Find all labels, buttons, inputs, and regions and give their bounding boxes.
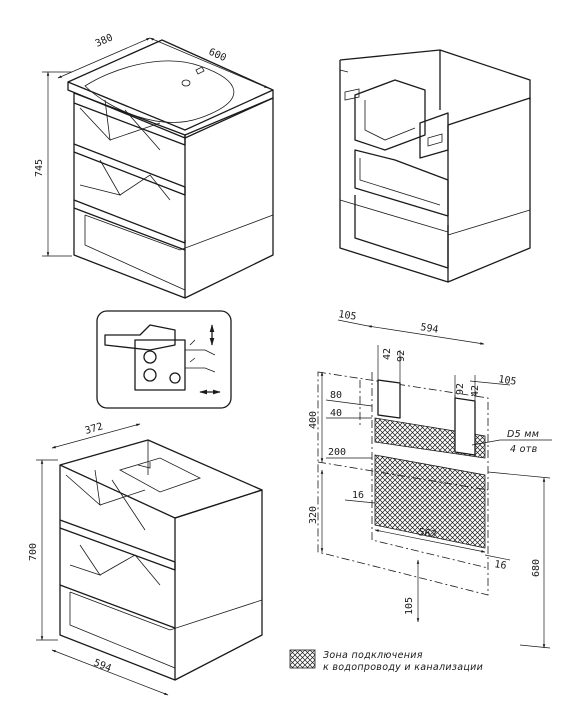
left-pipe-a-label: 42 — [382, 348, 393, 360]
middle-drawer-inner — [359, 158, 441, 206]
drawer-bottom — [73, 199, 186, 244]
hinge-screw-2 — [143, 368, 157, 382]
lower-side-line — [447, 209, 531, 236]
left-pipe-ext — [377, 345, 401, 383]
left-pipe-b-label: 92 — [396, 350, 407, 362]
height-label: 745 — [34, 159, 45, 177]
h16-left-label: 16 — [352, 490, 364, 501]
left-offset-line — [337, 319, 369, 327]
right-pipe-ext — [454, 375, 511, 401]
hole-count-label: 4 отв — [510, 444, 538, 455]
runner-right-icon — [427, 133, 443, 147]
depth-label: 380 — [94, 32, 115, 49]
body-depth-label: 372 — [84, 421, 104, 437]
depth-dimension-line — [57, 37, 151, 79]
body-top-outline — [59, 439, 263, 519]
body-top-opening — [118, 457, 202, 493]
left-offset-label: 105 — [338, 309, 358, 323]
frame-details — [339, 69, 449, 233]
cabinet-body-view: 372 700 594 — [28, 421, 263, 696]
h320-label: 320 — [308, 506, 319, 524]
legend-hatch-swatch — [289, 649, 316, 669]
right-pipe-b-label: 42 — [470, 385, 481, 397]
right-offset-label: 105 — [498, 374, 518, 388]
h200-label: 200 — [328, 447, 346, 458]
w562-line — [374, 529, 486, 553]
cabinet-with-basin-view: 380 600 745 — [34, 32, 274, 299]
scheme-outline — [317, 371, 489, 596]
width-dimension-line — [149, 37, 269, 89]
h680-ext — [487, 471, 551, 649]
h400-label: 400 — [308, 411, 319, 429]
body-front — [59, 465, 176, 681]
body-width-line — [51, 649, 169, 696]
right-pipe-a-label: 92 — [455, 383, 466, 395]
plinth-opening — [84, 215, 186, 291]
open-top-edge — [339, 49, 531, 100]
h40-label: 40 — [330, 408, 342, 419]
legend-line-1: Зона подключения — [323, 650, 423, 661]
h680-label: 680 — [531, 559, 542, 577]
cabinet-interior-view — [339, 49, 531, 283]
h80-ext — [325, 399, 373, 419]
scheme-inner-outline — [371, 372, 489, 569]
cabinet-front-edge — [73, 93, 186, 299]
hinge-fittings — [185, 339, 216, 373]
bottom105-label: 105 — [404, 597, 415, 615]
hinge-plate — [134, 339, 186, 391]
left-pipe-cutout — [377, 379, 401, 419]
body-plinth — [69, 591, 263, 669]
basin-bowl — [84, 60, 235, 123]
upper-drawer-right — [419, 112, 449, 159]
faucet-hole-icon — [195, 66, 205, 75]
h16-right-ext — [484, 554, 511, 561]
plinth-inner — [84, 214, 274, 251]
open-side-panel — [447, 97, 531, 283]
body-height-label: 700 — [28, 543, 39, 561]
drawer-top-strip — [73, 92, 186, 146]
plinth-top — [73, 207, 186, 251]
body-height-ext — [36, 459, 58, 641]
body-side — [174, 489, 263, 681]
h80-label: 80 — [330, 390, 342, 401]
body-drawer-bottom — [59, 584, 176, 629]
body-drawer-gap — [59, 519, 176, 571]
drawer-gap — [73, 143, 186, 196]
height-extension-lines — [42, 71, 72, 257]
runner-left-icon — [344, 88, 360, 101]
hole-leader-line — [471, 439, 552, 446]
hinge-screw-3 — [169, 372, 181, 384]
open-front-frame — [339, 60, 449, 283]
body-back-panel — [137, 440, 151, 475]
overall-width-line — [367, 325, 485, 345]
h16-left-ext — [344, 499, 376, 504]
overall-width-label: 594 — [420, 322, 440, 336]
h16-right-label: 16 — [494, 559, 508, 572]
facade-decor-lines — [79, 99, 171, 201]
connection-scheme: 594 105 42 92 92 42 105 80 40 400 200 32… — [308, 309, 552, 649]
w562-label: 562 — [418, 527, 438, 541]
hinge-arm — [104, 324, 176, 351]
right-pipe-cutout — [454, 397, 476, 456]
body-facade-decor — [65, 469, 161, 586]
upper-drawer-inner — [364, 100, 416, 141]
legend: Зона подключения к водопроводу и канализ… — [289, 649, 483, 673]
legend-line-2: к водопроводу и канализации — [323, 662, 483, 673]
hinge-adjustment-detail — [96, 310, 232, 409]
basin-top — [67, 39, 274, 131]
body-depth-line — [51, 423, 141, 449]
middle-drawer — [354, 149, 449, 217]
hole-diameter-label: D5 мм — [507, 429, 539, 440]
hinge-screw-1 — [143, 350, 157, 364]
drain-hole-icon — [181, 79, 191, 87]
upper-drawer-left — [354, 79, 426, 151]
body-width-label: 594 — [92, 658, 113, 675]
lower-drawer — [354, 195, 449, 269]
cabinet-side — [184, 97, 274, 299]
detail-frame — [96, 310, 232, 409]
